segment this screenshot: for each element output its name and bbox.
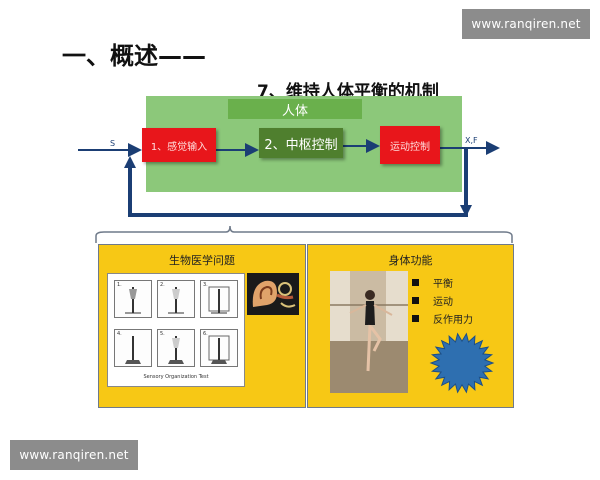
feedback-arrowhead bbox=[124, 156, 136, 168]
body-label: 人体 bbox=[228, 99, 362, 119]
output-signal-label: X,F bbox=[465, 136, 478, 145]
function-item-balance: 平衡 bbox=[412, 275, 453, 290]
input-signal-label: S bbox=[110, 139, 116, 148]
ballet-dancer-photo bbox=[330, 271, 408, 393]
panel-bracket bbox=[95, 225, 513, 243]
watermark-top: www.ranqiren.net bbox=[462, 9, 590, 39]
bullet-icon bbox=[412, 297, 419, 304]
bullet-icon bbox=[412, 315, 419, 322]
central-control-box: 2、中枢控制 bbox=[259, 128, 343, 158]
test-cell-4: 4. bbox=[114, 329, 152, 367]
function-item-reaction-force: 反作用力 bbox=[412, 311, 473, 326]
inner-ear-image bbox=[247, 273, 299, 315]
feedback-loop bbox=[128, 148, 468, 217]
test-cell-2: 2. bbox=[157, 280, 195, 318]
test-cell-6: 6. bbox=[200, 329, 238, 367]
test-sheet-caption: Sensory Organization Test bbox=[143, 374, 209, 380]
body-function-panel-title: 身体功能 bbox=[388, 254, 433, 267]
motor-control-box: 运动控制 bbox=[380, 126, 440, 164]
test-sheet-image: 1. 2. 3. 4. 5. 6. Sensory Organization T… bbox=[107, 273, 245, 387]
bullet-icon bbox=[412, 279, 419, 286]
test-cell-1: 1. bbox=[114, 280, 152, 318]
biomedical-panel-title: 生物医学问题 bbox=[169, 254, 235, 267]
test-cell-5: 5. bbox=[157, 329, 195, 367]
test-cell-3: 3. bbox=[200, 280, 238, 318]
function-item-motion: 运动 bbox=[412, 293, 453, 308]
biomedical-panel: 生物医学问题 1. 2. 3. 4. 5. 6. Sensory Organiz… bbox=[98, 244, 306, 408]
starburst-icon bbox=[429, 332, 495, 394]
body-function-panel: 身体功能 平衡 运动 反作用力 bbox=[307, 244, 514, 408]
watermark-bottom: www.ranqiren.net bbox=[10, 440, 138, 470]
slide-title: 一、概述—— bbox=[62, 42, 206, 70]
sensory-input-box: 1、感觉输入 bbox=[142, 128, 216, 162]
